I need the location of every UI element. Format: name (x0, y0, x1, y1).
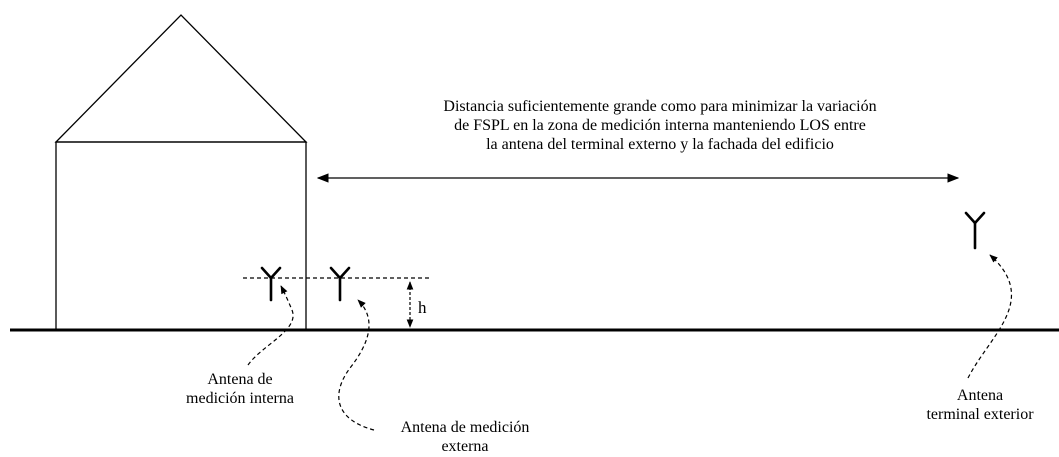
building (54, 14, 308, 331)
dashed-curved-arrow (338, 299, 375, 431)
distance-description-label: Distancia suficientemente grande como pa… (340, 97, 980, 154)
inner-antenna-label: Antena de medición interna (170, 370, 310, 408)
terminal-antenna-label-line: terminal exterior (926, 406, 1034, 423)
outer-antenna-label: Antena de medición externa (365, 418, 565, 456)
inner-antenna-label-line: Antena de (207, 371, 273, 388)
height-label: h (418, 298, 427, 317)
dashed-curved-arrow (967, 254, 1012, 379)
distance-label-line: de FSPL en la zona de medición interna m… (454, 117, 866, 134)
antenna-icon (329, 266, 351, 302)
terminal-antenna-label: Antena terminal exterior (920, 386, 1040, 424)
antenna-icon (964, 211, 986, 250)
dashed-curved-arrow (247, 285, 294, 366)
distance-label-line: la antena del terminal externo y la fach… (486, 136, 834, 153)
inner-antenna-label-line: medición interna (186, 390, 294, 407)
outer-antenna-label-line: externa (441, 438, 489, 455)
outer-antenna-label-line: Antena de medición (400, 419, 530, 436)
building-body (55, 141, 307, 331)
antenna-icon (260, 266, 282, 302)
distance-label-line: Distancia suficientemente grande como pa… (443, 98, 877, 115)
terminal-antenna-label-line: Antena (956, 387, 1004, 404)
building-roof (54, 14, 308, 143)
